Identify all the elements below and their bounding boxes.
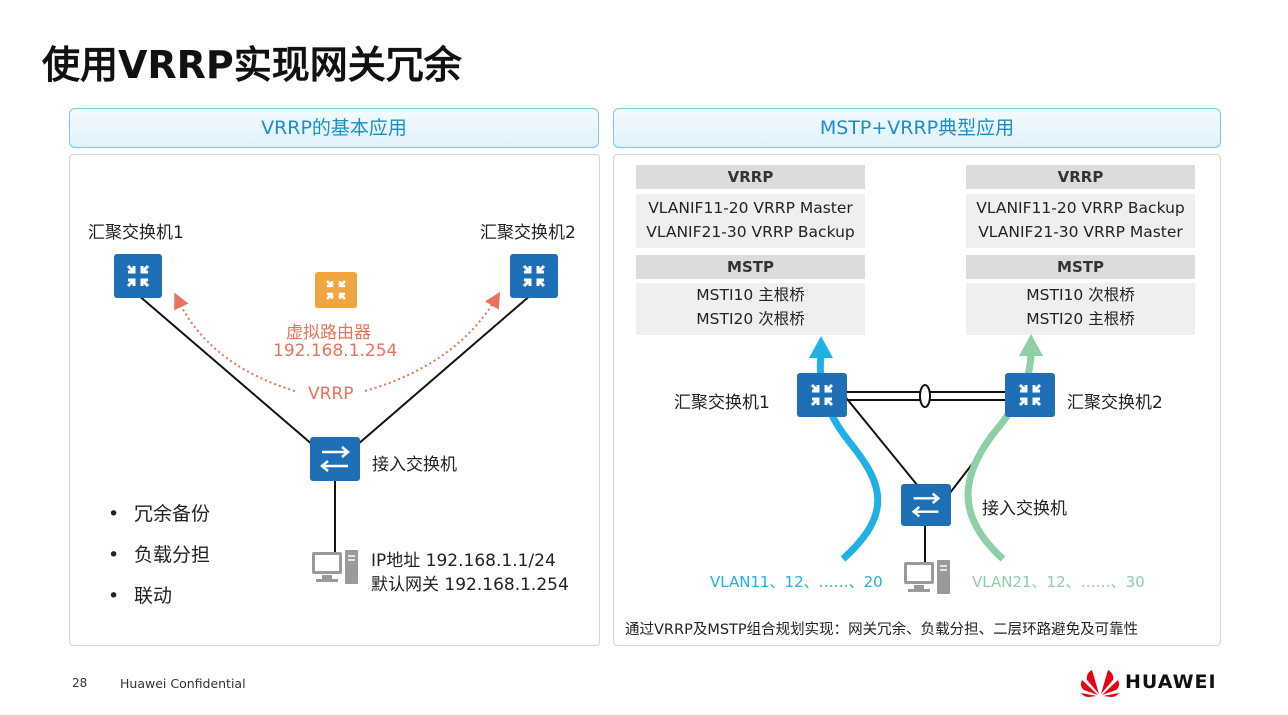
pc-ip-label: IP地址 192.168.1.1/24 (371, 551, 556, 571)
confidential-label: Huawei Confidential (120, 676, 246, 691)
left-panel-header: VRRP的基本应用 (69, 108, 599, 148)
virtual-router-icon (315, 272, 357, 308)
right-agg-switch-2-label: 汇聚交换机2 (1067, 393, 1163, 413)
vlan-right-label: VLAN21、12、……、30 (972, 573, 1145, 591)
page-title: 使用VRRP实现网关冗余 (42, 43, 462, 87)
left-agg-switch-2-label: 汇聚交换机2 (480, 223, 576, 243)
huawei-logo-text: HUAWEI (1125, 671, 1217, 693)
right-access-switch-label: 接入交换机 (982, 499, 1067, 519)
virtual-router-label: 虚拟路由器 (286, 323, 371, 343)
pc-icon (902, 558, 952, 598)
left-diagram-lines (136, 291, 533, 554)
core-switch-icon (1005, 373, 1055, 417)
bullet-item: •负载分担 (108, 544, 211, 566)
bullet-item: •联动 (108, 585, 173, 607)
right-vrrp-box: VLANIF11-20 VRRP Backup VLANIF21-30 VRRP… (966, 194, 1195, 248)
core-switch-icon (797, 373, 847, 417)
access-switch-icon (901, 484, 951, 526)
virtual-ip-label: 192.168.1.254 (273, 341, 398, 361)
right-summary: 通过VRRP及MSTP组合规划实现：网关冗余、负载分担、二层环路避免及可靠性 (625, 622, 1139, 638)
right-panel-header: MSTP+VRRP典型应用 (613, 108, 1221, 148)
access-switch-icon (310, 437, 360, 481)
bullet-item: •冗余备份 (108, 503, 211, 525)
core-switch-icon (114, 254, 162, 298)
left-vrrp-title: VRRP (636, 165, 865, 189)
core-switch-icon (510, 254, 558, 298)
left-mstp-title: MSTP (636, 255, 865, 279)
pc-icon (310, 548, 360, 588)
right-vrrp-title: VRRP (966, 165, 1195, 189)
left-access-switch-label: 接入交换机 (372, 455, 457, 475)
left-mstp-box: MSTI10 主根桥 MSTI20 次根桥 (636, 283, 865, 335)
left-vrrp-box: VLANIF11-20 VRRP Master VLANIF21-30 VRRP… (636, 194, 865, 248)
huawei-logo-icon (1080, 666, 1120, 698)
page-number: 28 (72, 676, 88, 690)
right-mstp-box: MSTI10 次根桥 MSTI20 主根桥 (966, 283, 1195, 335)
right-mstp-title: MSTP (966, 255, 1195, 279)
vrrp-label: VRRP (308, 384, 354, 404)
right-agg-switch-1-label: 汇聚交换机1 (674, 393, 770, 413)
vlan-left-label: VLAN11、12、……、20 (710, 573, 883, 591)
pc-gateway-label: 默认网关 192.168.1.254 (371, 575, 569, 595)
left-agg-switch-1-label: 汇聚交换机1 (88, 223, 184, 243)
